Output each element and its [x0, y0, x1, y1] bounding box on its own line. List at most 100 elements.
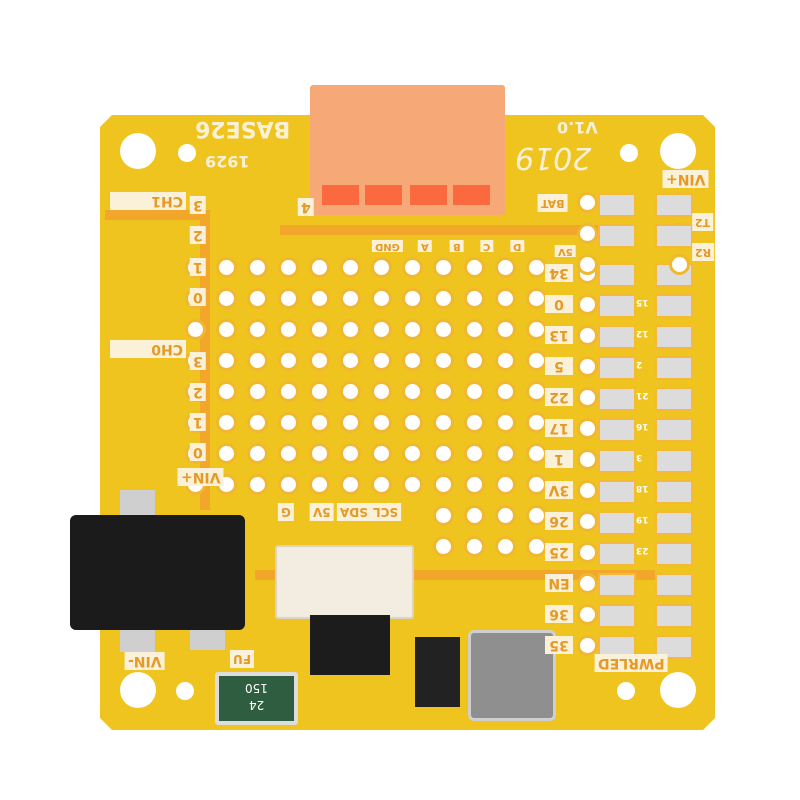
- gpio-inner-label: 16: [636, 421, 649, 431]
- prototype-hole: [219, 446, 234, 461]
- prototype-hole: [405, 260, 420, 275]
- solder-pad: [655, 511, 693, 535]
- gpio-label: 26: [545, 512, 573, 530]
- fu-label: FU: [230, 650, 254, 668]
- prototype-hole: [343, 415, 358, 430]
- solder-pad: [598, 480, 636, 504]
- fuse-code: 150: [245, 681, 268, 695]
- prototype-hole: [405, 446, 420, 461]
- ch0-pin-0: 0: [190, 443, 206, 461]
- prototype-hole: [250, 446, 265, 461]
- prototype-hole: [467, 446, 482, 461]
- header-hole: [580, 545, 595, 560]
- prototype-hole: [405, 322, 420, 337]
- gpio-label: EN: [545, 574, 573, 592]
- prototype-hole: [219, 322, 234, 337]
- gpio-label: 1: [545, 450, 573, 468]
- mounting-hole: [660, 672, 696, 708]
- prototype-hole: [467, 353, 482, 368]
- prototype-hole: [281, 384, 296, 399]
- prototype-hole: [343, 477, 358, 492]
- gpio-inner-label: 2: [636, 359, 643, 369]
- solder-pad: [598, 511, 636, 535]
- solder-pad: [655, 193, 693, 217]
- a-label: A: [418, 240, 432, 252]
- prototype-hole: [467, 322, 482, 337]
- c-label: C: [480, 240, 494, 252]
- prototype-hole: [467, 260, 482, 275]
- r2-label: R2: [692, 243, 715, 261]
- board-year: 2019: [515, 140, 592, 175]
- ch1-pin-2: 2: [190, 226, 206, 244]
- prototype-hole: [312, 415, 327, 430]
- solder-pad: [598, 418, 636, 442]
- screw-terminal[interactable]: [310, 85, 505, 215]
- board-version: V1.0: [557, 118, 598, 137]
- prototype-hole: [250, 291, 265, 306]
- gpio-label: 17: [545, 419, 573, 437]
- prototype-hole: [529, 415, 544, 430]
- prototype-hole: [529, 446, 544, 461]
- prototype-hole: [436, 446, 451, 461]
- trace: [105, 210, 200, 220]
- prototype-hole: [250, 384, 265, 399]
- solder-pad: [598, 542, 636, 566]
- inductor: [468, 630, 556, 721]
- jack-solder-pad: [190, 630, 225, 650]
- prototype-hole: [343, 291, 358, 306]
- mounting-hole: [620, 144, 638, 162]
- gpio-label: 36: [545, 605, 573, 623]
- prototype-hole: [529, 539, 544, 554]
- solder-pad: [655, 356, 693, 380]
- ch1-pin-1: 1: [190, 258, 206, 276]
- prototype-hole: [312, 477, 327, 492]
- prototype-hole: [281, 322, 296, 337]
- prototype-hole: [436, 260, 451, 275]
- prototype-hole: [374, 446, 389, 461]
- prototype-hole: [436, 384, 451, 399]
- grove-i2c-connector[interactable]: [275, 545, 414, 619]
- header-hole: [580, 607, 595, 622]
- mounting-hole: [120, 672, 156, 708]
- prototype-hole: [312, 260, 327, 275]
- header-hole: [580, 195, 595, 210]
- header-hole: [580, 421, 595, 436]
- gpio-label: 13: [545, 326, 573, 344]
- gpio-label: 25: [545, 543, 573, 561]
- solder-pad: [655, 387, 693, 411]
- prototype-hole: [498, 322, 513, 337]
- t2-label: T2: [692, 213, 714, 231]
- header-hole: [580, 483, 595, 498]
- header-hole: [580, 297, 595, 312]
- gpio-inner-label: 19: [636, 514, 649, 524]
- solder-pad: [598, 294, 636, 318]
- header-hole: [580, 328, 595, 343]
- prototype-hole: [219, 291, 234, 306]
- header-hole: [672, 257, 687, 272]
- header-hole: [580, 638, 595, 653]
- prototype-hole: [467, 539, 482, 554]
- prototype-hole: [250, 415, 265, 430]
- prototype-hole: [374, 415, 389, 430]
- mounting-hole: [617, 682, 635, 700]
- header-hole: [580, 359, 595, 374]
- ch0-pin-2: 2: [190, 383, 206, 401]
- trace: [255, 570, 655, 580]
- prototype-hole: [498, 260, 513, 275]
- dc-barrel-jack[interactable]: [70, 515, 245, 630]
- prototype-hole: [219, 260, 234, 275]
- solder-pad: [655, 480, 693, 504]
- prototype-hole: [529, 477, 544, 492]
- prototype-hole: [498, 477, 513, 492]
- solder-pad: [655, 542, 693, 566]
- ch0-pin-1: 1: [190, 413, 206, 431]
- prototype-hole: [405, 415, 420, 430]
- prototype-hole: [281, 477, 296, 492]
- gpio-inner-label: 3: [636, 452, 643, 462]
- prototype-hole: [529, 322, 544, 337]
- prototype-hole: [312, 291, 327, 306]
- prototype-hole: [281, 291, 296, 306]
- scl-label: SCL: [370, 503, 402, 521]
- prototype-hole: [219, 353, 234, 368]
- prototype-hole: [436, 322, 451, 337]
